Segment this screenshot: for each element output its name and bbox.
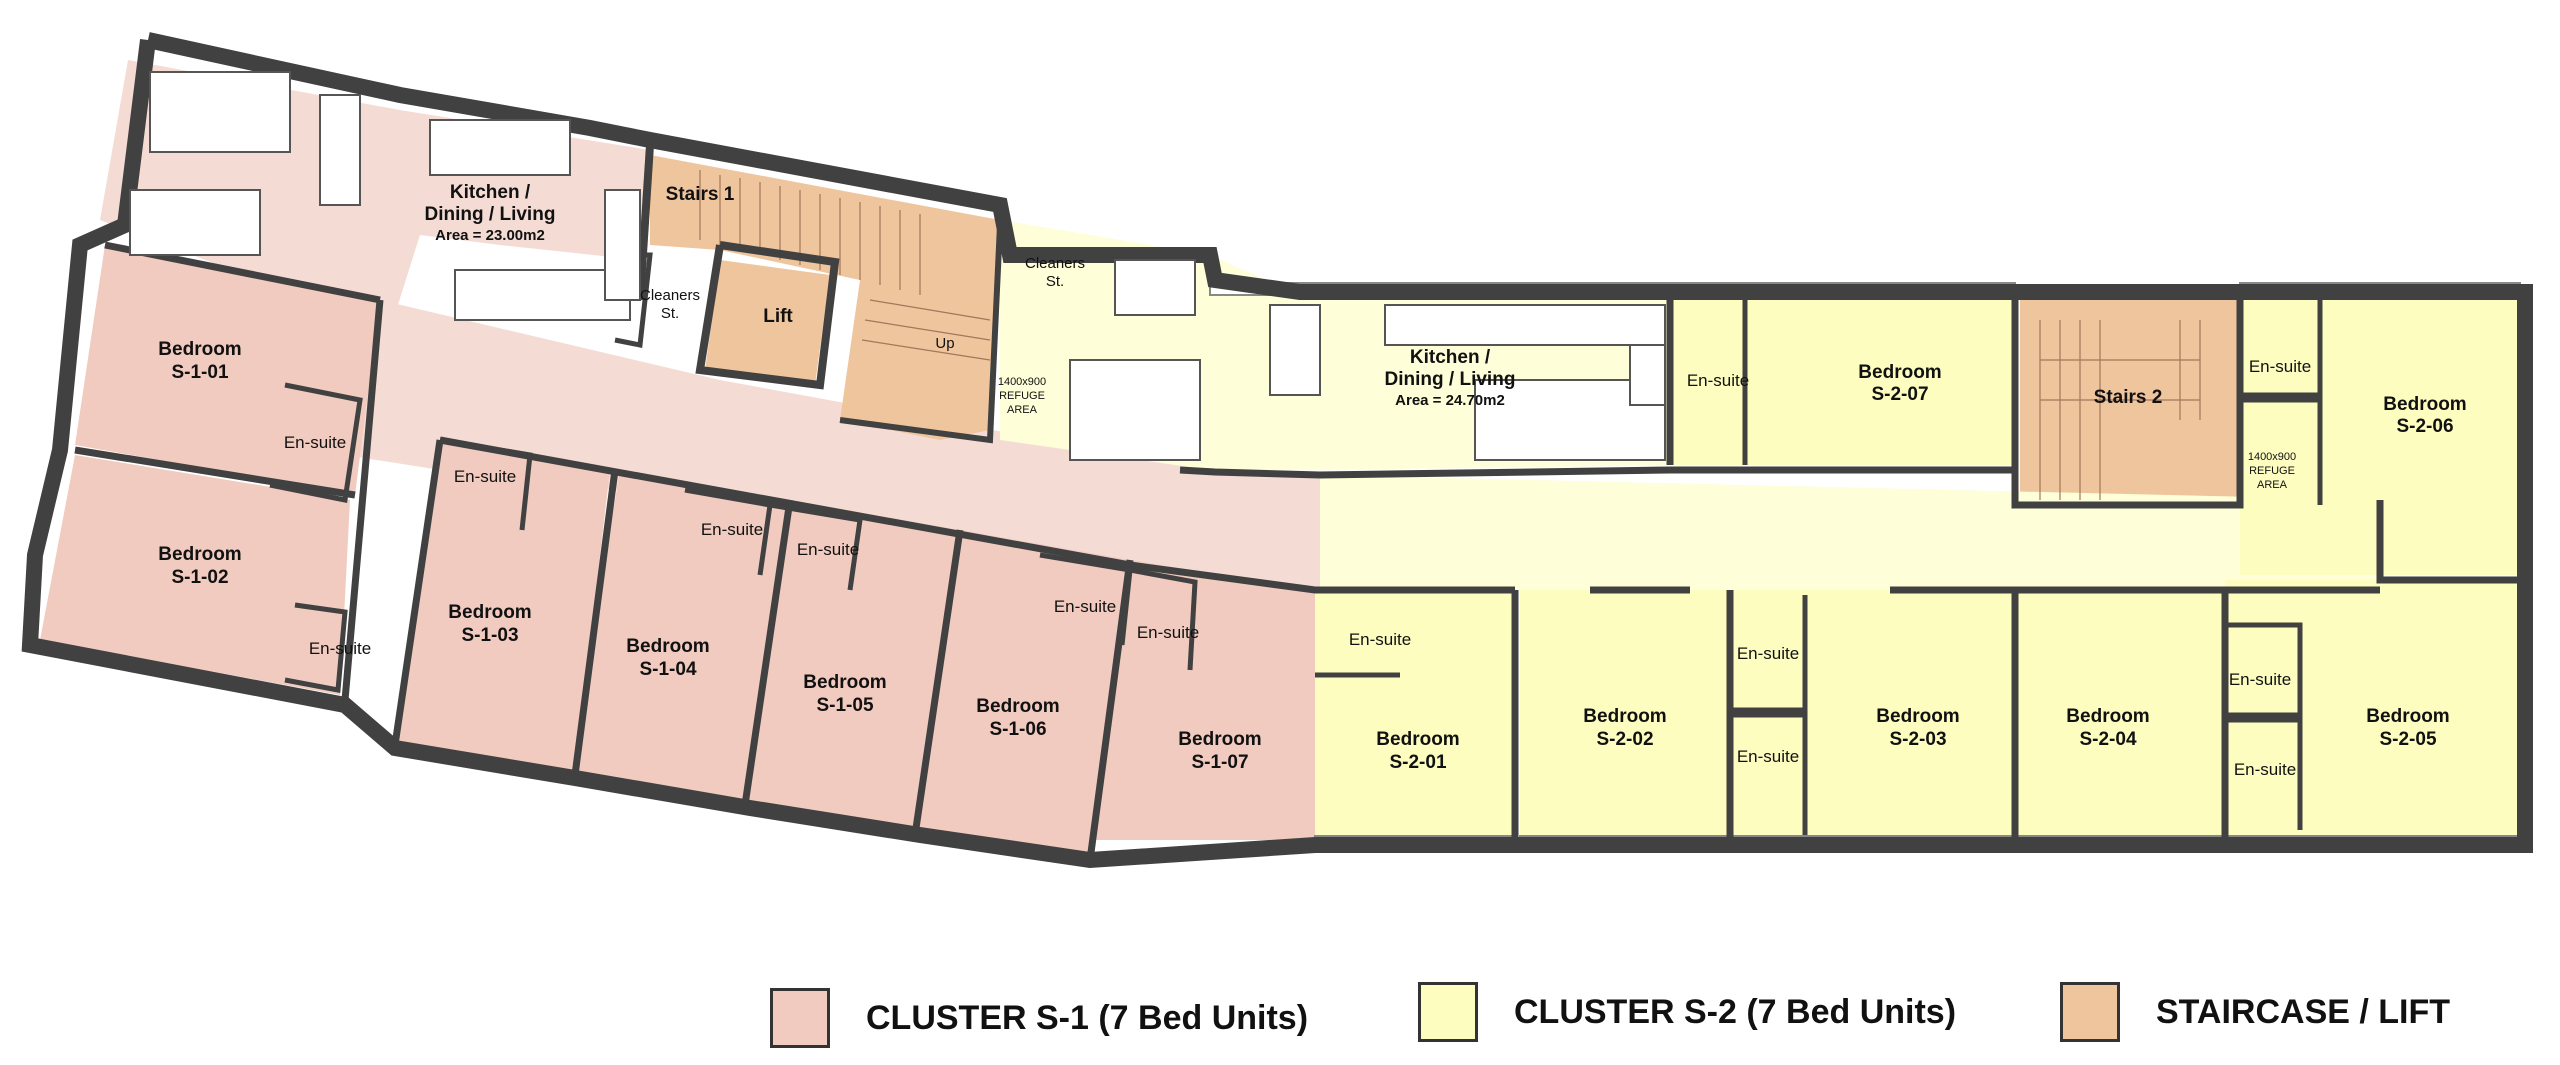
- ensuite-s2-07-label: En-suite: [1687, 371, 1749, 390]
- room-fills: [40, 60, 2520, 860]
- bedroom-s1-04-label: Bedroom: [626, 636, 709, 657]
- ensuite-s1-04-label: En-suite: [701, 520, 763, 539]
- ensuite-s1-01-label: En-suite: [284, 433, 346, 452]
- legend-label-staircase: STAIRCASE / LIFT: [2156, 992, 2451, 1031]
- bedroom-s2-04-code: S-2-04: [2079, 729, 2136, 750]
- bedroom-s1-07-fill: [1090, 560, 1315, 840]
- lift-label: Lift: [763, 306, 793, 327]
- legend-item-staircase: STAIRCASE / LIFT: [2060, 982, 2450, 1042]
- ensuite-s1-02-label: En-suite: [309, 639, 371, 658]
- bedroom-s1-01-code: S-1-01: [171, 362, 228, 383]
- stairs1-fill: [650, 155, 1000, 440]
- ensuite-s1-05-label: En-suite: [797, 540, 859, 559]
- bedroom-s2-07-code: S-2-07: [1871, 384, 1928, 405]
- bedroom-s1-06-code: S-1-06: [989, 719, 1046, 740]
- bedroom-s1-03-code: S-1-03: [461, 625, 518, 646]
- kitchen-s2-area: Area = 24.70m2: [1395, 392, 1505, 409]
- ensuite-s2-03-label: En-suite: [1737, 747, 1799, 766]
- legend-item-cluster-s2: CLUSTER S-2 (7 Bed Units): [1418, 982, 1956, 1042]
- ensuite-s2-06-label: En-suite: [2249, 357, 2311, 376]
- bedroom-s2-01-label: Bedroom: [1376, 729, 1459, 750]
- bedroom-s1-04-code: S-1-04: [639, 659, 696, 680]
- bedroom-s2-07-label: Bedroom: [1858, 362, 1941, 383]
- legend: CLUSTER S-1 (7 Bed Units) CLUSTER S-2 (7…: [0, 970, 2560, 1060]
- labels: Kitchen / Dining / Living Area = 23.00m2…: [158, 182, 2466, 779]
- ensuite-s1-03-label: En-suite: [454, 467, 516, 486]
- bedroom-s1-06-fill: [915, 530, 1130, 860]
- refuge2-label: 1400x900: [2248, 451, 2296, 463]
- ensuite-s2-04-label: En-suite: [2229, 670, 2291, 689]
- refuge2-label-3: AREA: [2257, 479, 2288, 491]
- kitchen-s2-label-2: Dining / Living: [1385, 369, 1516, 390]
- bedroom-s1-07-code: S-1-07: [1191, 752, 1248, 773]
- bedroom-s2-03-label: Bedroom: [1876, 706, 1959, 727]
- ensuite-s2-01-label: En-suite: [1349, 630, 1411, 649]
- bedroom-s2-05-label: Bedroom: [2366, 706, 2449, 727]
- bedroom-s2-07-fill: [1670, 295, 2015, 465]
- stair-treads: [699, 170, 2201, 500]
- lift-fill: [705, 260, 830, 385]
- bedroom-s2-02-label: Bedroom: [1583, 706, 1666, 727]
- bedroom-s2-01-fill: [1315, 590, 1515, 840]
- cleaners-s1-label-2: St.: [661, 305, 679, 322]
- cleaners-s2-label-2: St.: [1046, 273, 1064, 290]
- bedroom-s1-02-code: S-1-02: [171, 567, 228, 588]
- bedroom-s1-04-fill: [570, 470, 790, 800]
- up-label: Up: [935, 335, 954, 352]
- ensuite-s1-07-label: En-suite: [1137, 623, 1199, 642]
- bedroom-s2-06-code: S-2-06: [2396, 416, 2453, 437]
- refuge1-label-3: AREA: [1007, 404, 1038, 416]
- bedroom-s2-06-label: Bedroom: [2383, 394, 2466, 415]
- legend-swatch-cluster-s1: [770, 988, 830, 1048]
- bedroom-s1-02-fill: [40, 455, 350, 695]
- refuge2-label-2: REFUGE: [2249, 465, 2295, 477]
- legend-label-cluster-s2: CLUSTER S-2 (7 Bed Units): [1514, 992, 1957, 1031]
- bedroom-s2-04-fill: [2015, 590, 2225, 840]
- bedroom-s1-07-label: Bedroom: [1178, 729, 1261, 750]
- kitchen-s1-area: Area = 23.00m2: [435, 227, 545, 244]
- kitchen-s1-label-2: Dining / Living: [425, 204, 556, 225]
- bedroom-s1-03-fill: [395, 440, 610, 770]
- stairs2-label: Stairs 2: [2094, 387, 2163, 408]
- furniture: [129, 71, 1666, 461]
- cleaners-s2-label: Cleaners: [1025, 255, 1085, 272]
- bedroom-s1-01-label: Bedroom: [158, 339, 241, 360]
- bedroom-s1-05-code: S-1-05: [816, 695, 873, 716]
- legend-item-cluster-s1: CLUSTER S-1 (7 Bed Units): [770, 988, 1308, 1048]
- legend-swatch-staircase: [2060, 982, 2120, 1042]
- bedroom-s2-03-code: S-2-03: [1889, 729, 1946, 750]
- refuge1-label-2: REFUGE: [999, 390, 1045, 402]
- bedroom-s2-05-code: S-2-05: [2379, 729, 2436, 750]
- cleaners-s1-label: Cleaners: [640, 287, 700, 304]
- bedroom-s2-04-label: Bedroom: [2066, 706, 2149, 727]
- bedroom-s1-05-fill: [745, 500, 960, 830]
- ensuite-s2-02-label: En-suite: [1737, 644, 1799, 663]
- legend-label-cluster-s1: CLUSTER S-1 (7 Bed Units): [866, 998, 1309, 1037]
- walls: [21, 32, 2533, 869]
- bedroom-s1-02-label: Bedroom: [158, 544, 241, 565]
- ensuite-s1-06-label: En-suite: [1054, 597, 1116, 616]
- kitchen-s1-label: Kitchen /: [450, 182, 531, 203]
- bedroom-s2-02-code: S-2-02: [1596, 729, 1653, 750]
- bedroom-s1-03-label: Bedroom: [448, 602, 531, 623]
- bedroom-s1-05-label: Bedroom: [803, 672, 886, 693]
- bedroom-s2-01-code: S-2-01: [1389, 752, 1446, 773]
- bedroom-s2-02-fill: [1520, 590, 1730, 840]
- refuge1-label: 1400x900: [998, 376, 1046, 388]
- kitchen-s2-label: Kitchen /: [1410, 347, 1491, 368]
- stairs2-fill: [2020, 300, 2240, 505]
- bedroom-s1-01-fill: [75, 245, 380, 495]
- corridor-s1-fill: [345, 300, 1320, 590]
- stairs1-label: Stairs 1: [666, 184, 735, 205]
- bedroom-s1-06-label: Bedroom: [976, 696, 1059, 717]
- ensuite-s2-05-label: En-suite: [2234, 760, 2296, 779]
- legend-swatch-cluster-s2: [1418, 982, 1478, 1042]
